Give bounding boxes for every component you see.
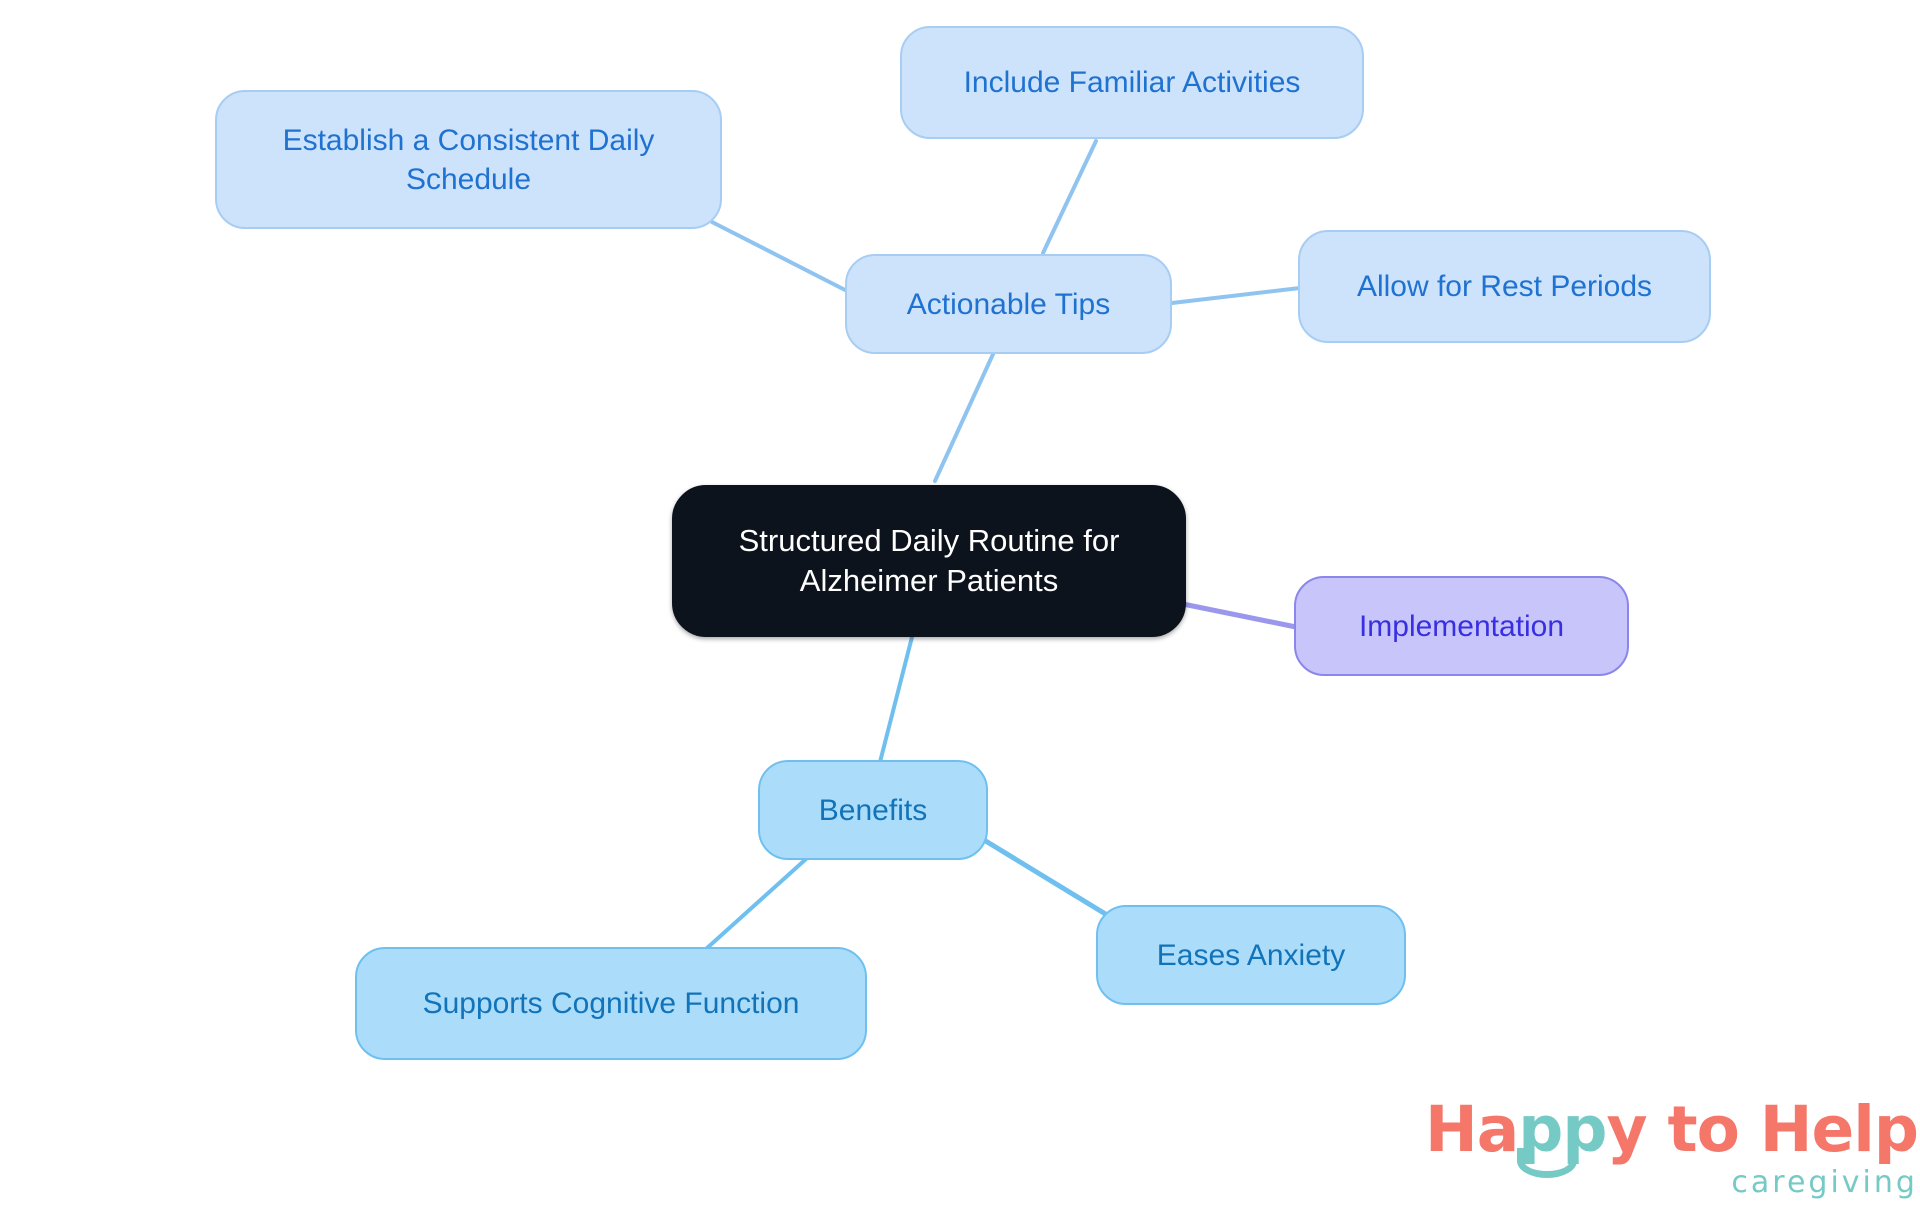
node-implementation[interactable]: Implementation — [1294, 576, 1629, 676]
brand-logo: Happy to Help caregiving — [1425, 1098, 1919, 1200]
logo-wordmark: Happy to Help — [1425, 1098, 1919, 1178]
logo-text-to-help: to Help — [1646, 1093, 1919, 1166]
edge-root-to-tips — [933, 350, 996, 483]
edge-root-to-benefits — [878, 635, 914, 764]
node-eases-anxiety[interactable]: Eases Anxiety — [1096, 905, 1406, 1005]
logo-text-ha: Ha — [1425, 1093, 1519, 1166]
node-establish-consistent-daily-schedule[interactable]: Establish a Consistent Daily Schedule — [215, 90, 722, 229]
edge-root-to-implementation — [1175, 600, 1299, 630]
edge-tips-to-familiar — [1041, 139, 1098, 255]
logo-text-y: y — [1606, 1093, 1647, 1166]
node-supports-cognitive-function[interactable]: Supports Cognitive Function — [355, 947, 867, 1060]
logo-subtitle: caregiving — [1731, 1165, 1918, 1200]
edge-tips-to-rest — [1170, 286, 1302, 305]
node-root[interactable]: Structured Daily Routine for Alzheimer P… — [672, 485, 1186, 637]
smile-icon — [1517, 1148, 1577, 1178]
edge-tips-to-schedule — [710, 220, 851, 294]
node-benefits[interactable]: Benefits — [758, 760, 988, 860]
node-include-familiar-activities[interactable]: Include Familiar Activities — [900, 26, 1364, 139]
edge-benefits-to-anxiety — [981, 837, 1115, 921]
node-actionable-tips[interactable]: Actionable Tips — [845, 254, 1172, 354]
node-allow-for-rest-periods[interactable]: Allow for Rest Periods — [1298, 230, 1711, 343]
edge-benefits-to-cognitive — [704, 857, 808, 951]
